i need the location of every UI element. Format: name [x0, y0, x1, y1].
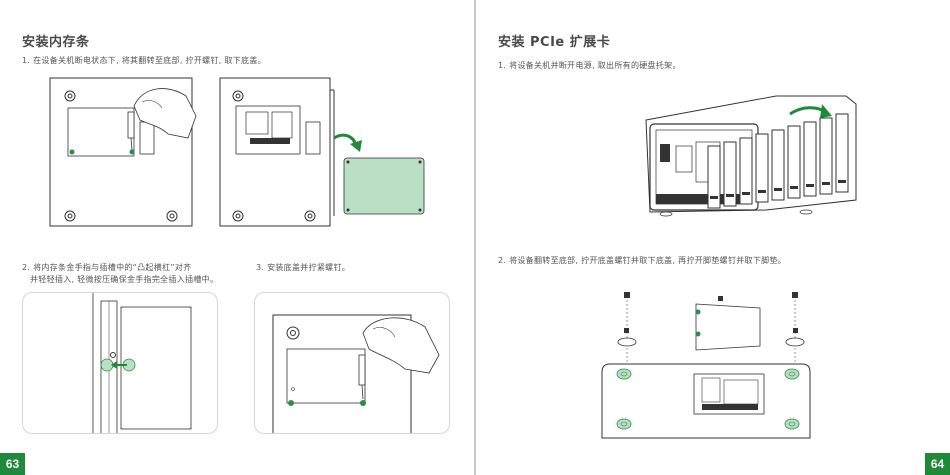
step-2-text: 2. 将设备翻转至底部, 拧开底盖螺钉并取下底盖, 再拧开脚垫螺钉并取下脚垫。	[498, 255, 786, 267]
step-2-panel	[22, 292, 218, 434]
step-3-text: 3. 安装底盖并拧紧螺钉。	[256, 262, 350, 274]
step-3-panel	[254, 292, 450, 434]
cover-install-illustration	[255, 293, 450, 434]
page-title: 安装内存条	[22, 31, 90, 50]
step-2-text-line1: 2. 将内存条金手指与插槽中的“凸起横杠”对齐	[22, 262, 191, 274]
memory-insert-illustration	[23, 293, 218, 434]
step-2-text-line2: 并轻轻插入, 轻微按压确保金手指完全插入插槽中。	[30, 274, 218, 286]
step-1-text: 1. 将设备关机并断开电源, 取出所有的硬盘托架。	[498, 60, 681, 72]
page-number: 63	[0, 453, 25, 475]
page-title: 安装 PCIe 扩展卡	[498, 31, 610, 50]
step-1-text: 1. 在设备关机断电状态下, 将其翻转至底部, 拧开螺钉, 取下底盖。	[22, 55, 266, 67]
nas-drive-trays-illustration	[626, 90, 866, 225]
right-page: 安装 PCIe 扩展卡 1. 将设备关机并断开电源, 取出所有的硬盘托架。	[476, 0, 950, 475]
left-page: 安装内存条 1. 在设备关机断电状态下, 将其翻转至底部, 拧开螺钉, 取下底盖…	[0, 0, 474, 475]
nas-bottom-feet-illustration	[596, 288, 836, 448]
device-bottom-illustration	[48, 76, 198, 231]
cover-removed-illustration	[218, 76, 433, 231]
page-number: 64	[925, 453, 950, 475]
